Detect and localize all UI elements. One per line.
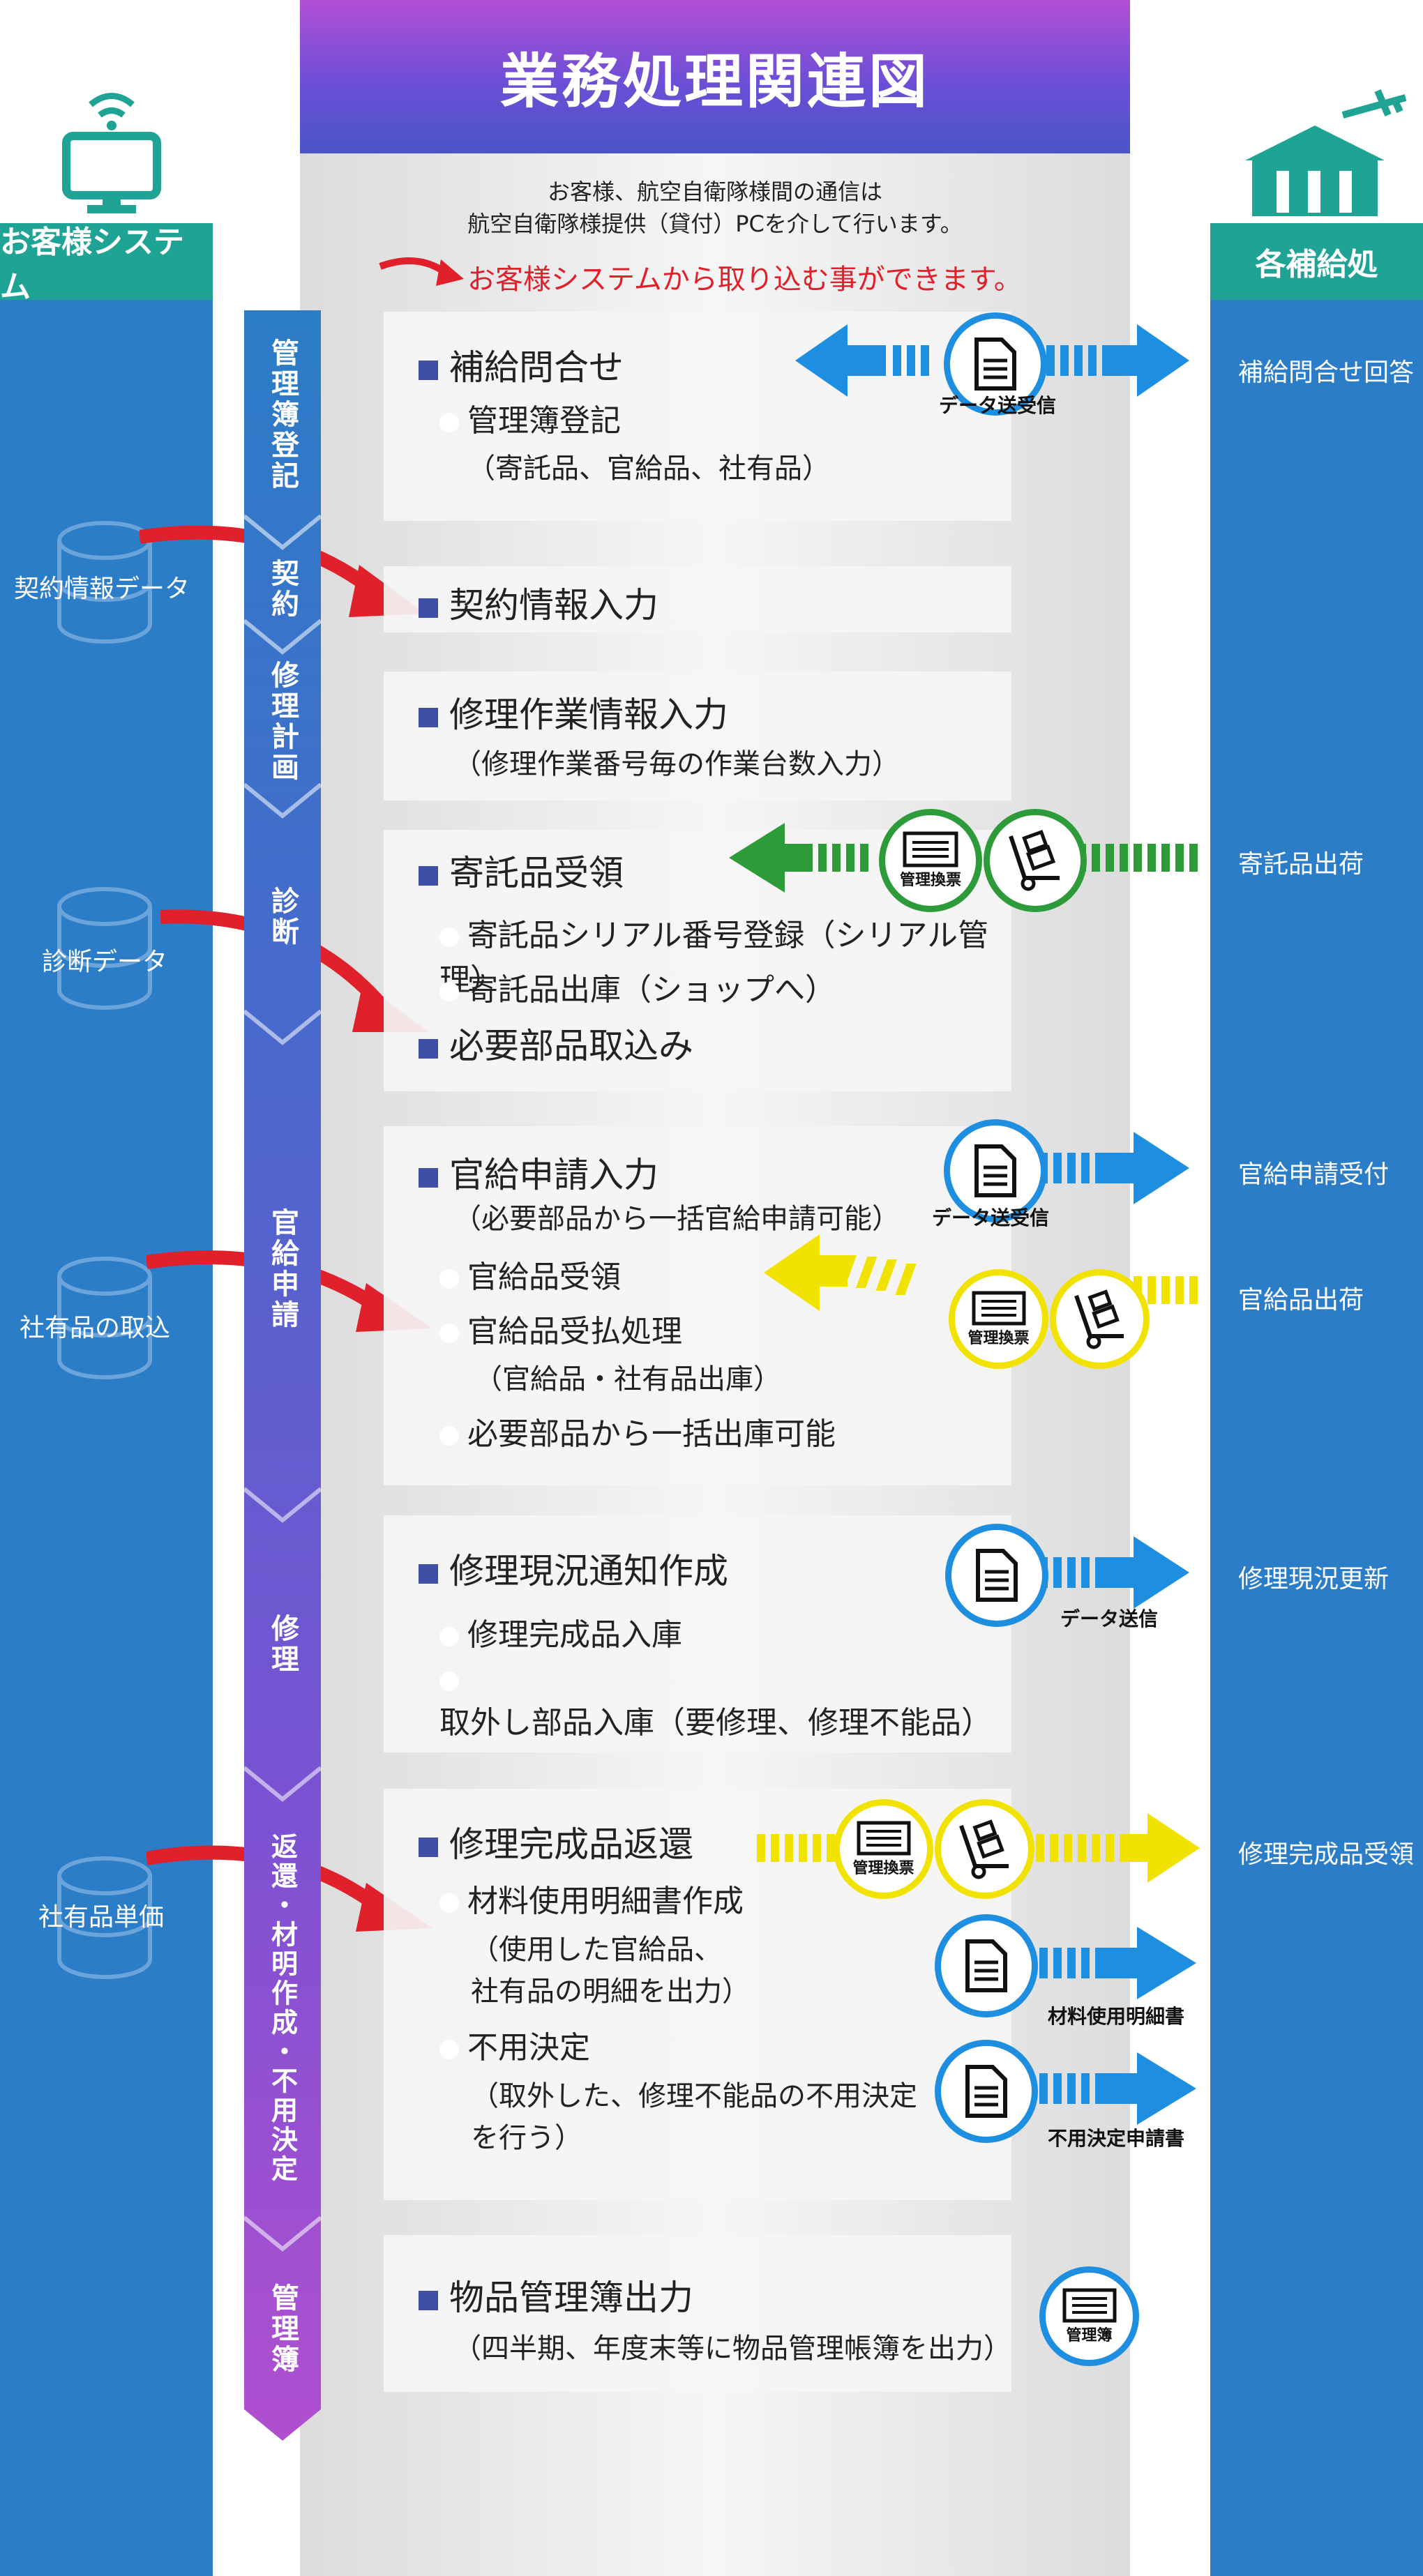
document-icon xyxy=(935,2040,1038,2143)
yellow-arrow-icon xyxy=(757,1813,1200,1883)
database-icon xyxy=(57,1856,152,1979)
panel-sub: （必要部品から一括官給申請可能） xyxy=(453,1203,900,1235)
hand-truck-icon xyxy=(984,809,1087,912)
panel-repair-plan: 修理作業情報入力 （修理作業番号毎の作業台数入力） xyxy=(384,672,1011,801)
icon-caption: 不用決定申請書 xyxy=(1047,2127,1184,2150)
icon-caption: データ送信 xyxy=(1060,1607,1158,1630)
blue-arrow-icon xyxy=(1039,1536,1189,1609)
panel-sub: （四半期、年度末等に物品管理帳簿を出力） xyxy=(453,2333,1011,2365)
warehouse-icon xyxy=(1245,89,1407,216)
process-dividers xyxy=(243,514,322,2252)
icon-caption: 管理換票 xyxy=(968,1329,1030,1347)
red-arrow-icon xyxy=(379,257,464,286)
process-label: 返還・材明作成・不用決定 xyxy=(266,1833,298,2184)
panel-heading: 修理完成品返還 xyxy=(419,1817,693,1867)
process-label: 官給申請 xyxy=(266,1208,299,1331)
right-item: 官給申請受付 xyxy=(1238,1160,1390,1189)
transfer-slip-icon: 管理換票 xyxy=(834,1799,933,1899)
transfer-slip-icon: 管理換票 xyxy=(949,1269,1048,1369)
process-label: 契約 xyxy=(266,559,299,620)
transfer-slip-icon: 管理換票 xyxy=(879,809,982,912)
panel-sub: （寄託品、官給品、社有品） xyxy=(467,453,830,485)
process-label: 診断 xyxy=(266,886,299,948)
ledger-icon: 管理簿 xyxy=(1039,2266,1139,2366)
right-item: 修理完成品受領 xyxy=(1238,1840,1415,1869)
left-column xyxy=(0,300,213,2576)
document-icon xyxy=(944,312,1047,416)
right-item: 寄託品出荷 xyxy=(1238,850,1364,879)
document-icon xyxy=(944,1119,1047,1222)
left-item: 社有品単価 xyxy=(38,1903,165,1932)
icon-caption: 管理換票 xyxy=(852,1859,914,1877)
right-item: 修理現況更新 xyxy=(1238,1565,1390,1593)
blue-arrow-icon xyxy=(1039,1927,1196,1999)
panel-bullet: 必要部品から一括出庫可能 xyxy=(439,1409,836,1453)
hand-truck-icon xyxy=(935,1799,1034,1899)
icon-caption: データ送受信 xyxy=(931,1206,1049,1229)
panel-sub: （取外した、修理不能品の不用決定 xyxy=(471,2080,917,2112)
panel-ledger: 物品管理簿出力 （四半期、年度末等に物品管理帳簿を出力） xyxy=(384,2235,1011,2392)
panel-heading: 修理作業情報入力 xyxy=(419,687,728,737)
database-icon xyxy=(57,1257,152,1379)
icon-caption: 管理簿 xyxy=(1066,2326,1113,2344)
panel-bullet: 管理簿登記 xyxy=(439,395,621,440)
icon-caption: 管理換票 xyxy=(899,872,961,889)
right-item: 官給品出荷 xyxy=(1238,1286,1364,1314)
right-header: 各補給処 xyxy=(1210,223,1423,300)
panel-official-supply: 官給申請入力 （必要部品から一括官給申請可能） 官給品受領 官給品受払処理 （官… xyxy=(384,1126,1011,1485)
page-title: 業務処理関連図 xyxy=(499,47,930,116)
panel-heading: 官給申請入力 xyxy=(419,1147,658,1197)
document-icon xyxy=(935,1914,1038,2017)
panel-heading: 物品管理簿出力 xyxy=(419,2270,693,2320)
right-item: 補給問合せ回答 xyxy=(1238,358,1415,387)
process-label: 管理簿登記 xyxy=(266,338,299,492)
bidirectional-arrow-icon xyxy=(795,324,1189,397)
process-label: 修理 xyxy=(266,1613,299,1675)
panel-heading: 補給問合せ xyxy=(419,340,624,390)
panel-diagnosis: 寄託品受領 寄託品シリアル番号登録（シリアル管理） 寄託品出庫（ショップへ） 必… xyxy=(384,830,1011,1091)
panel-sub: を行う） xyxy=(471,2122,582,2154)
panel-sub: 社有品の明細を出力） xyxy=(471,1976,750,2008)
left-item: 診断データ xyxy=(42,948,168,976)
process-label: 修理計画 xyxy=(266,660,299,783)
database-icon xyxy=(57,887,152,1010)
left-item: 契約情報データ xyxy=(14,575,190,603)
title-bar: 業務処理関連図 xyxy=(300,0,1130,153)
panel-bullet: 不用決定 xyxy=(439,2022,590,2067)
icon-caption: 材料使用明細書 xyxy=(1047,2005,1184,2028)
panel-bullet: 取外し部品入庫（要修理、修理不能品） xyxy=(439,1662,1011,1742)
panel-bullet: 官給品受領 xyxy=(439,1252,621,1296)
note-line1: お客様、航空自衛隊様間の通信は xyxy=(547,179,882,205)
panel-sub: （使用した官給品、 xyxy=(471,1934,722,1966)
blue-arrow-icon xyxy=(1039,1132,1189,1204)
computer-icon xyxy=(59,77,164,219)
icon-caption: データ送受信 xyxy=(938,394,1056,417)
panel-heading: 寄託品受領 xyxy=(419,845,624,895)
panel-bullet: 材料使用明細書作成 xyxy=(439,1876,744,1920)
import-note: お客様システムから取り込む事ができます。 xyxy=(467,264,1022,296)
panel-repair: 修理現況通知作成 修理完成品入庫 取外し部品入庫（要修理、修理不能品） xyxy=(384,1515,1011,1752)
panel-heading: 必要部品取込み xyxy=(419,1018,693,1068)
right-column xyxy=(1210,300,1423,2576)
panel-sub: （官給品・社有品出庫） xyxy=(474,1363,781,1395)
panel-heading: 修理現況通知作成 xyxy=(419,1543,728,1593)
process-bar xyxy=(244,310,321,2441)
blue-arrow-icon xyxy=(1039,2052,1196,2125)
green-arrow-icon xyxy=(729,823,1198,893)
panel-bullet: 官給品受払処理 xyxy=(439,1306,682,1351)
panel-bullet: 寄託品出庫（ショップへ） xyxy=(439,964,836,1009)
panel-bullet: 修理完成品入庫 xyxy=(439,1609,682,1654)
process-label: 管理簿 xyxy=(266,2283,299,2375)
left-item: 社有品の取込 xyxy=(20,1314,171,1342)
hand-truck-icon xyxy=(1050,1269,1150,1369)
document-icon xyxy=(945,1524,1048,1627)
note-line2: 航空自衛隊様提供（貸付）PCを介して行います。 xyxy=(467,211,963,237)
left-header: お客様システム xyxy=(0,223,213,305)
panel-heading: 契約情報入力 xyxy=(419,577,658,628)
panel-contract: 契約情報入力 xyxy=(384,566,1011,632)
panel-sub: （修理作業番号毎の作業台数入力） xyxy=(453,748,900,780)
